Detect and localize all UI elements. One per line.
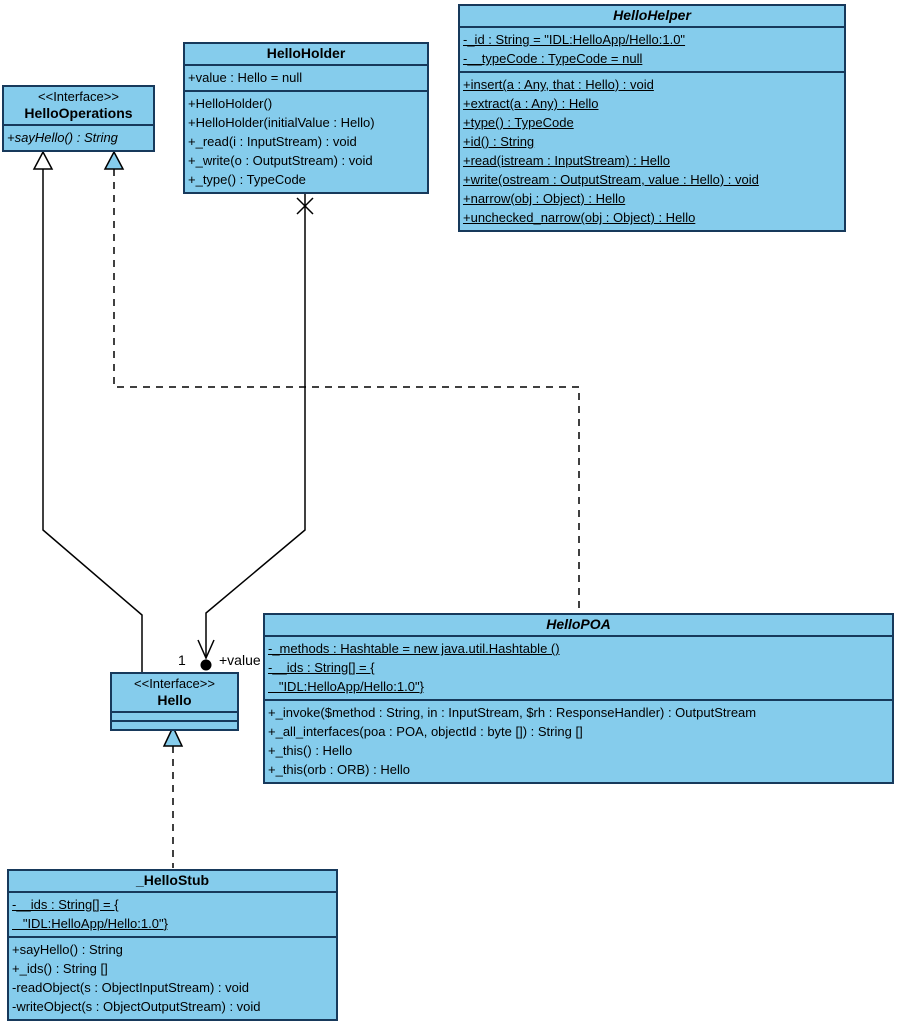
class-name: HelloHolder (266, 45, 346, 61)
class-box-hellooperations: <<Interface>> HelloOperations +sayHello(… (2, 85, 155, 152)
member-line: -__typeCode : TypeCode = null (463, 51, 643, 66)
realization-triangle-icon (103, 150, 125, 170)
member-line: -writeObject(s : ObjectOutputStream) : v… (12, 999, 261, 1014)
realization-hellopoa-to-hellooperations-line (113, 169, 580, 613)
class-name: HelloOperations (24, 105, 133, 121)
class-box-hellohelper: HelloHelper -_id : String = "IDL:HelloAp… (458, 4, 846, 232)
member-line: "IDL:HelloApp/Hello:1.0"} (268, 679, 424, 694)
member-line: +_ids() : String [] (12, 961, 108, 976)
member-line: +unchecked_narrow(obj : Object) : Hello (463, 210, 696, 225)
realization-triangle-icon (162, 725, 184, 747)
operations-compartment (112, 720, 237, 729)
member-line: +_invoke($method : String, in : InputStr… (268, 705, 757, 720)
member-line: +read(istream : InputStream) : Hello (463, 153, 670, 168)
stereotype-label: <<Interface>> (134, 676, 215, 691)
class-title: <<Interface>> Hello (112, 674, 237, 711)
member-line: +type() : TypeCode (463, 115, 574, 130)
member-line: +_this() : Hello (268, 743, 353, 758)
association-helloholder-to-hello-line (205, 191, 306, 657)
member-line: +id() : String (463, 134, 535, 149)
generalization-hello-to-hellooperations-line (42, 169, 143, 673)
association-multiplicity-label: 1 (178, 652, 186, 668)
member-line: +write(ostream : OutputStream, value : H… (463, 172, 759, 187)
association-role-label: +value (219, 652, 261, 668)
member-line: -readObject(s : ObjectInputStream) : voi… (12, 980, 249, 995)
attributes-compartment: -_methods : Hashtable = new java.util.Ha… (265, 635, 892, 699)
operations-compartment: +sayHello() : String (4, 124, 153, 150)
open-arrowhead-icon (197, 639, 215, 660)
operations-compartment: +insert(a : Any, that : Hello) : void +ex… (460, 71, 844, 230)
class-name: HelloPOA (546, 616, 611, 632)
attributes-compartment: -_id : String = "IDL:HelloApp/Hello:1.0"… (460, 26, 844, 71)
member-line: +insert(a : Any, that : Hello) : void (463, 77, 654, 92)
class-name: Hello (157, 692, 192, 708)
class-name: HelloHelper (613, 7, 691, 23)
class-box-hellostub: _HelloStub -__ids : String[] = { "IDL:He… (7, 869, 338, 1021)
member-line: +sayHello() : String (12, 942, 123, 957)
operations-compartment: +_invoke($method : String, in : InputStr… (265, 699, 892, 782)
generalization-hollow-triangle-icon (32, 150, 54, 170)
class-title: HelloPOA (265, 615, 892, 635)
attributes-compartment: +value : Hello = null (185, 64, 427, 90)
class-title: _HelloStub (9, 871, 336, 891)
member-line: +_this(orb : ORB) : Hello (268, 762, 410, 777)
stereotype-label: <<Interface>> (38, 89, 119, 104)
class-box-hellopoa: HelloPOA -_methods : Hashtable = new jav… (263, 613, 894, 784)
member-line: +_all_interfaces(poa : POA, objectId : b… (268, 724, 583, 739)
member-line: +narrow(obj : Object) : Hello (463, 191, 626, 206)
member-line: +value : Hello = null (188, 70, 303, 85)
member-line: +_write(o : OutputStream) : void (188, 153, 373, 168)
member-line: -__ids : String[] = { (268, 660, 375, 675)
member-line: +HelloHolder(initialValue : Hello) (188, 115, 375, 130)
member-line: +HelloHolder() (188, 96, 273, 111)
class-box-hello: <<Interface>> Hello (110, 672, 239, 731)
member-line: +sayHello() : String (7, 130, 118, 145)
member-line: -__ids : String[] = { (12, 897, 119, 912)
member-line: +extract(a : Any) : Hello (463, 96, 599, 111)
member-line: -_methods : Hashtable = new java.util.Ha… (268, 641, 560, 656)
association-end-ball-icon (200, 659, 212, 671)
class-box-helloholder: HelloHolder +value : Hello = null +Hello… (183, 42, 429, 194)
member-line: +_type() : TypeCode (188, 172, 306, 187)
member-line: +_read(i : InputStream) : void (188, 134, 357, 149)
class-title: <<Interface>> HelloOperations (4, 87, 153, 124)
non-navigable-x-icon (296, 197, 314, 215)
member-line: -_id : String = "IDL:HelloApp/Hello:1.0" (463, 32, 686, 47)
operations-compartment: +sayHello() : String +_ids() : String [] -… (9, 936, 336, 1019)
operations-compartment: +HelloHolder() +HelloHolder(initialValue … (185, 90, 427, 192)
class-name: _HelloStub (135, 872, 210, 888)
member-line: "IDL:HelloApp/Hello:1.0"} (12, 916, 168, 931)
class-title: HelloHolder (185, 44, 427, 64)
attributes-compartment: -__ids : String[] = { "IDL:HelloApp/Hell… (9, 891, 336, 936)
attributes-compartment (112, 711, 237, 720)
class-title: HelloHelper (460, 6, 844, 26)
